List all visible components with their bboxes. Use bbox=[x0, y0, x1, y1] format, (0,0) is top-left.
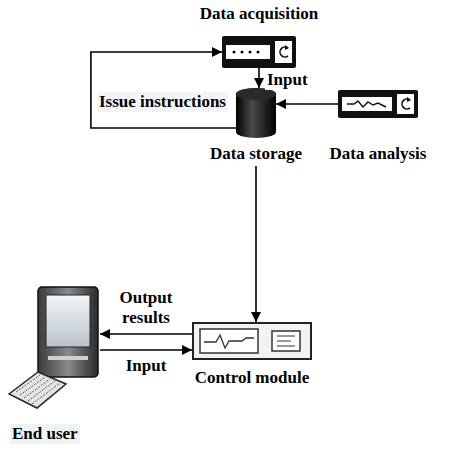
node-label: Data storage bbox=[208, 144, 304, 164]
flow-arrow bbox=[100, 349, 192, 351]
analysis-device: Data analysis bbox=[338, 90, 418, 118]
flow-arrow bbox=[91, 52, 236, 128]
acquisition-device: Data acquisition bbox=[222, 36, 296, 68]
device-icon bbox=[222, 36, 296, 68]
edge-label: Output results bbox=[101, 288, 191, 328]
edge-label: Input bbox=[265, 70, 310, 90]
node-label: Data analysis bbox=[328, 144, 429, 164]
flow-arrow bbox=[276, 103, 338, 105]
node-label: Data acquisition bbox=[198, 4, 321, 24]
control-module-box: Control module bbox=[192, 322, 312, 360]
node-label: Control module bbox=[193, 368, 311, 388]
flow-arrow bbox=[100, 333, 192, 335]
control-unit-icon bbox=[192, 322, 312, 360]
storage-cylinder: Data storage bbox=[236, 88, 276, 138]
device-icon bbox=[338, 90, 418, 118]
database-cylinder bbox=[236, 88, 276, 138]
end-user-computer: End user bbox=[8, 286, 100, 412]
flow-arrow bbox=[255, 166, 257, 322]
edge-label: Input bbox=[124, 356, 169, 376]
node-label: End user bbox=[10, 424, 80, 444]
edge-label: Issue instructions bbox=[97, 92, 228, 112]
flow-arrow bbox=[258, 68, 260, 88]
computer-icon bbox=[8, 286, 100, 412]
